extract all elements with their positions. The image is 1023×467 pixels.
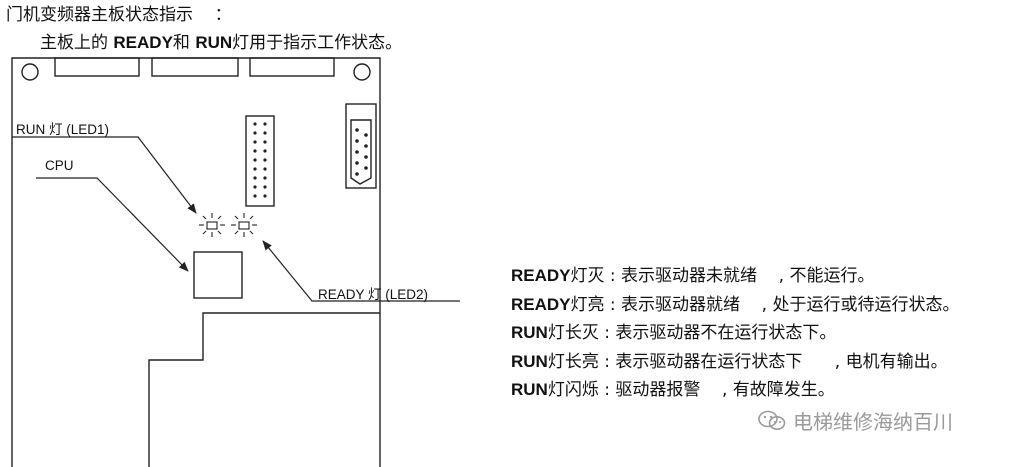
legend-key: READY [511,266,571,285]
board-step-line [148,312,380,467]
legend-desc: 灯亮 : 表示驱动器就绪 , 处于运行或待运行状态。 [570,294,960,315]
label-run-led: RUN 灯 (LED1) [16,122,110,137]
pin-header [245,115,275,207]
intro-prefix: 主板上的 [40,33,114,53]
led2-ready [231,213,257,237]
legend-desc: 灯长亮 : 表示驱动器在运行状态下 , 电机有输出。 [547,351,948,372]
status-legend: READY灯灭 : 表示驱动器未就绪 , 不能运行。 READY灯亮 : 表示驱… [511,262,959,405]
leader-run-led [12,136,197,214]
legend-key: RUN [511,380,548,399]
legend-desc: 灯灭 : 表示驱动器未就绪 , 不能运行。 [570,266,875,286]
legend-key: READY [511,294,571,314]
legend-row: RUN灯闪烁 : 驱动器报警 , 有故障发生。 [511,376,959,405]
watermark: 电梯维修海纳百川 [757,406,953,435]
db9-pins [355,128,368,176]
legend-desc: 灯长灭 : 表示驱动器不在运行状态下。 [547,323,837,343]
intro-ready: READY [113,33,173,52]
label-cpu: CPU [45,158,74,173]
leader-ready-led [262,240,460,302]
legend-key: RUN [511,351,548,371]
legend-row: READY灯灭 : 表示驱动器未就绪 , 不能运行。 [511,262,959,291]
intro-text: 主板上的 READY和 RUN灯用于指示工作状态。 [40,28,402,53]
watermark-text: 电梯维修海纳百川 [793,410,953,434]
cpu-chip [193,251,243,299]
wechat-icon [758,410,786,430]
top-connector-1 [54,57,140,77]
legend-row: RUN灯长亮 : 表示驱动器在运行状态下 , 电机有输出。 [511,348,959,377]
intro-mid: 和 [172,33,196,53]
leader-cpu [36,177,189,272]
page-title: 门机变频器主板状态指示 ： [6,5,232,25]
label-ready-led: READY 灯 (LED2) [318,287,429,302]
mount-hole-left [21,63,39,81]
intro-run: RUN [195,33,233,52]
legend-desc: 灯闪烁 : 驱动器报警 , 有故障发生。 [547,380,835,400]
legend-key: RUN [511,323,548,342]
top-connector-3 [249,57,335,77]
intro-suffix: 灯用于指示工作状态。 [232,33,403,53]
led1-run [199,213,225,237]
db9-frame [345,103,377,189]
legend-row: RUN灯长灭 : 表示驱动器不在运行状态下。 [511,319,959,348]
top-connector-2 [151,57,239,77]
legend-row: READY灯亮 : 表示驱动器就绪 , 处于运行或待运行状态。 [511,291,959,320]
mount-hole-right [353,63,371,81]
pin-header-pins [253,122,267,198]
db9-shell [350,119,372,185]
